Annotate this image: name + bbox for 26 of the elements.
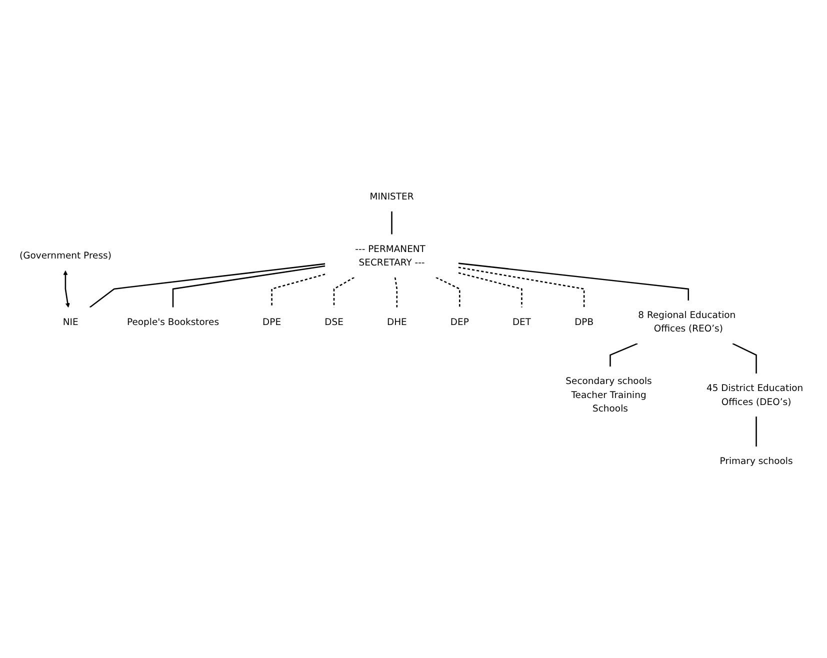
node-text: DEP	[450, 316, 469, 328]
arrow	[63, 270, 70, 308]
connector	[610, 343, 638, 367]
connector	[458, 262, 690, 301]
node-text: DPB	[574, 316, 594, 328]
node-text: --- PERMANENT SECRETARY ---	[355, 244, 426, 268]
node-text: DSE	[324, 316, 344, 328]
connector	[756, 416, 757, 447]
node-text: 8 Regional Education Offices (REO’s)	[638, 310, 736, 334]
node-text: People's Bookstores	[126, 316, 219, 328]
node-text: NIE	[62, 316, 78, 328]
node-text: Primary schools	[720, 456, 793, 467]
node-text: MINISTER	[370, 191, 414, 202]
connector	[89, 263, 326, 308]
connector	[394, 277, 398, 308]
node-text: 45 District Education Offices (DEO’s)	[706, 382, 804, 408]
node-text: DPE	[262, 316, 282, 328]
node-text: (Government Press)	[19, 250, 112, 262]
node-text: DHE	[386, 316, 407, 328]
connector	[271, 274, 326, 308]
connector	[458, 272, 522, 308]
connector	[458, 266, 585, 308]
connector	[172, 265, 326, 308]
node-text: DET	[512, 316, 532, 328]
node-text: Secondary schools Teacher Training Schools	[566, 376, 652, 414]
connector	[391, 211, 392, 234]
